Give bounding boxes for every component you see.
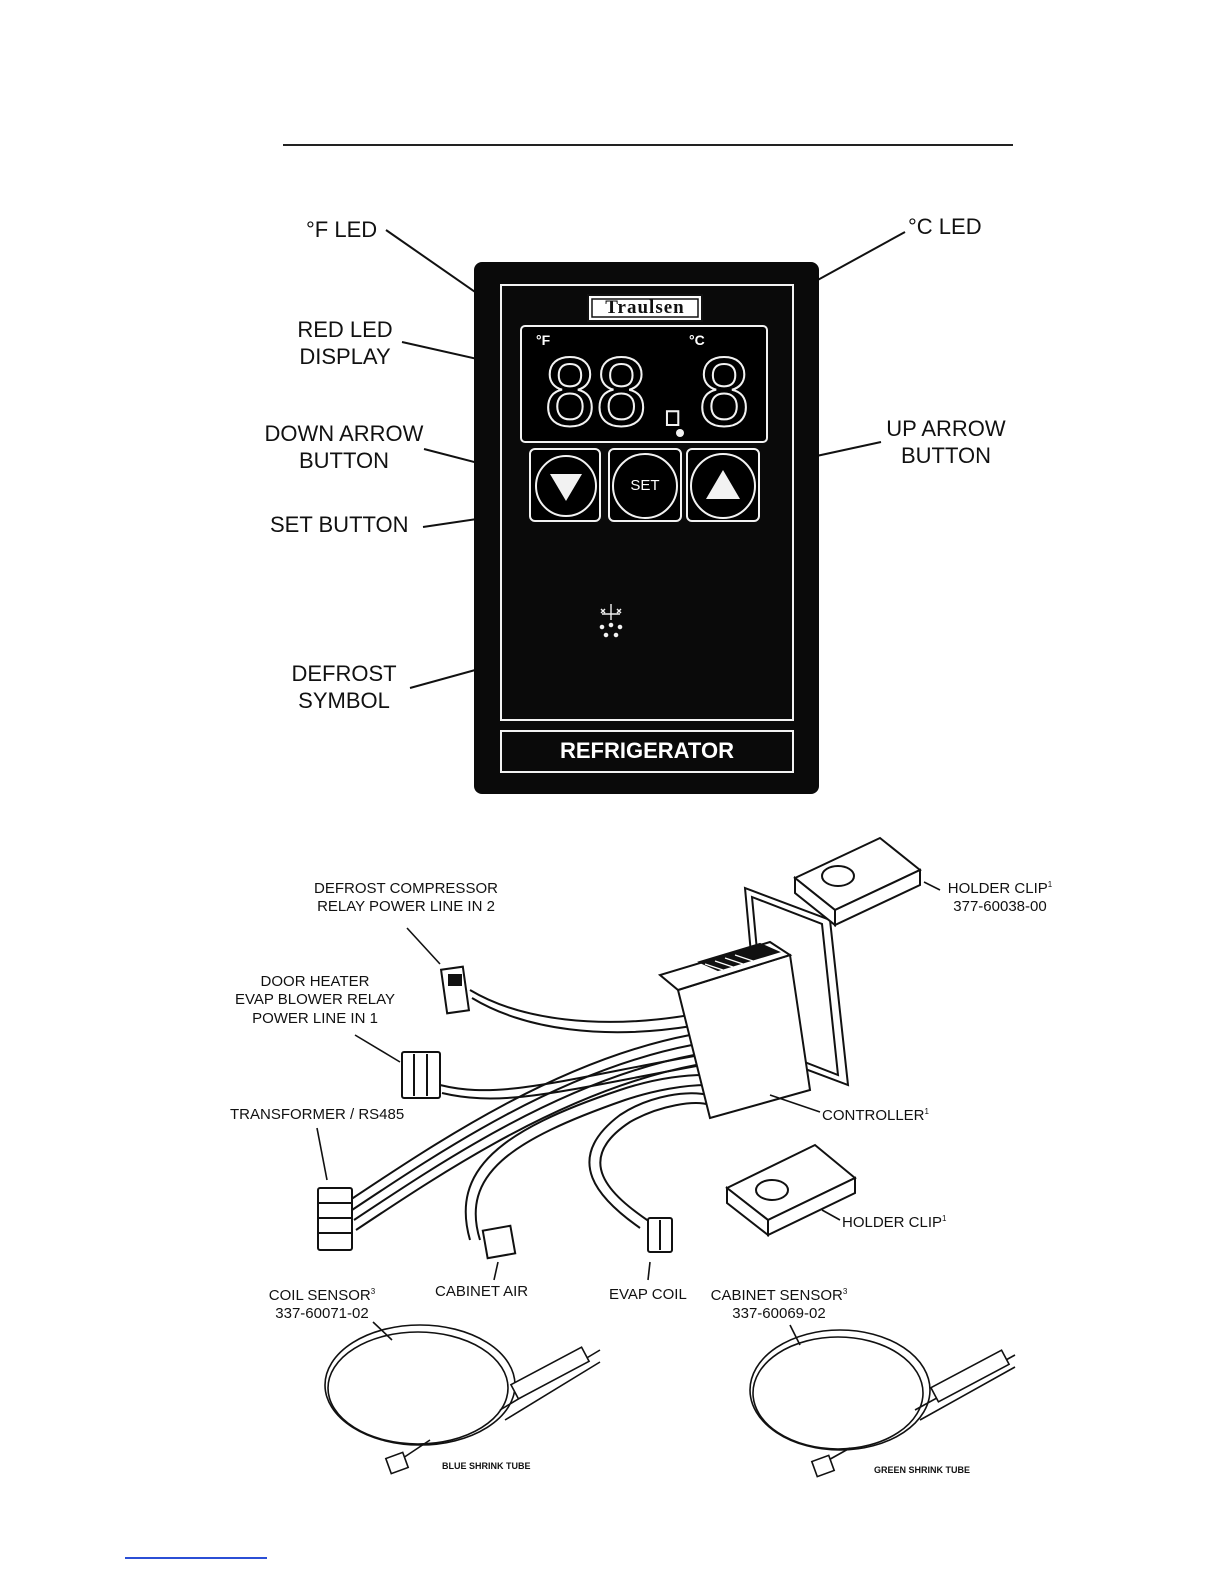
up-arrow-button bbox=[686, 448, 760, 522]
label-blue-shrink-tube: BLUE SHRINK TUBE bbox=[442, 1461, 531, 1471]
label-coil-sensor: COIL SENSOR3 337-60071-02 bbox=[268, 1287, 376, 1323]
panel-footer-label: REFRIGERATOR bbox=[560, 738, 734, 763]
label-controller: CONTROLLER1 bbox=[822, 1107, 929, 1124]
callout-c-led: °C LED bbox=[908, 214, 982, 239]
c-indicator: °C bbox=[689, 332, 705, 348]
up-arrow-icon bbox=[706, 470, 740, 499]
connector-evap-coil bbox=[647, 1217, 673, 1253]
label-holder-clip-bottom: HOLDER CLIP1 bbox=[842, 1214, 947, 1231]
down-arrow-button bbox=[529, 448, 601, 522]
holder-clip-top bbox=[793, 836, 922, 928]
coil-sensor bbox=[324, 1324, 601, 1475]
wire-harness bbox=[349, 989, 711, 1241]
label-cabinet-sensor: CABINET SENSOR3 337-60069-02 bbox=[710, 1287, 848, 1323]
led-display-value: 88.8 bbox=[541, 339, 753, 448]
label-cabinet-air: CABINET AIR bbox=[435, 1283, 529, 1300]
f-indicator: °F bbox=[536, 332, 551, 348]
label-holder-clip-top: HOLDER CLIP1 377-60038-00 bbox=[947, 880, 1053, 916]
callout-set-button: SET BUTTON bbox=[270, 512, 409, 537]
controller-housing bbox=[657, 886, 850, 1120]
panel-brand-text: Traulsen bbox=[605, 297, 685, 318]
decimal-point bbox=[676, 429, 684, 437]
label-evap-coil: EVAP COIL bbox=[609, 1286, 687, 1303]
control-panel-figure bbox=[385, 229, 906, 794]
led-display-window bbox=[520, 325, 768, 443]
set-button bbox=[608, 448, 682, 522]
panel-footer-frame bbox=[500, 730, 794, 773]
holder-clip-bottom bbox=[725, 1143, 857, 1238]
parts-leader-lines bbox=[316, 881, 941, 1346]
footer-link-rule[interactable] bbox=[125, 1557, 267, 1559]
connector-cabinet-air bbox=[481, 1224, 517, 1260]
header-rule bbox=[283, 144, 1013, 146]
connector-defrost-relay bbox=[439, 965, 471, 1015]
label-green-shrink-tube: GREEN SHRINK TUBE bbox=[874, 1465, 971, 1475]
connector-transformer bbox=[317, 1187, 353, 1251]
callout-f-led: °F LED bbox=[306, 217, 378, 242]
cabinet-sensor bbox=[749, 1329, 1016, 1478]
label-transformer: TRANSFORMER / RS485 bbox=[230, 1106, 405, 1123]
down-arrow-icon bbox=[550, 474, 582, 501]
connector-door-heater bbox=[401, 1051, 441, 1099]
defrost-icon bbox=[599, 604, 623, 638]
set-button-label[interactable]: SET bbox=[630, 477, 660, 494]
